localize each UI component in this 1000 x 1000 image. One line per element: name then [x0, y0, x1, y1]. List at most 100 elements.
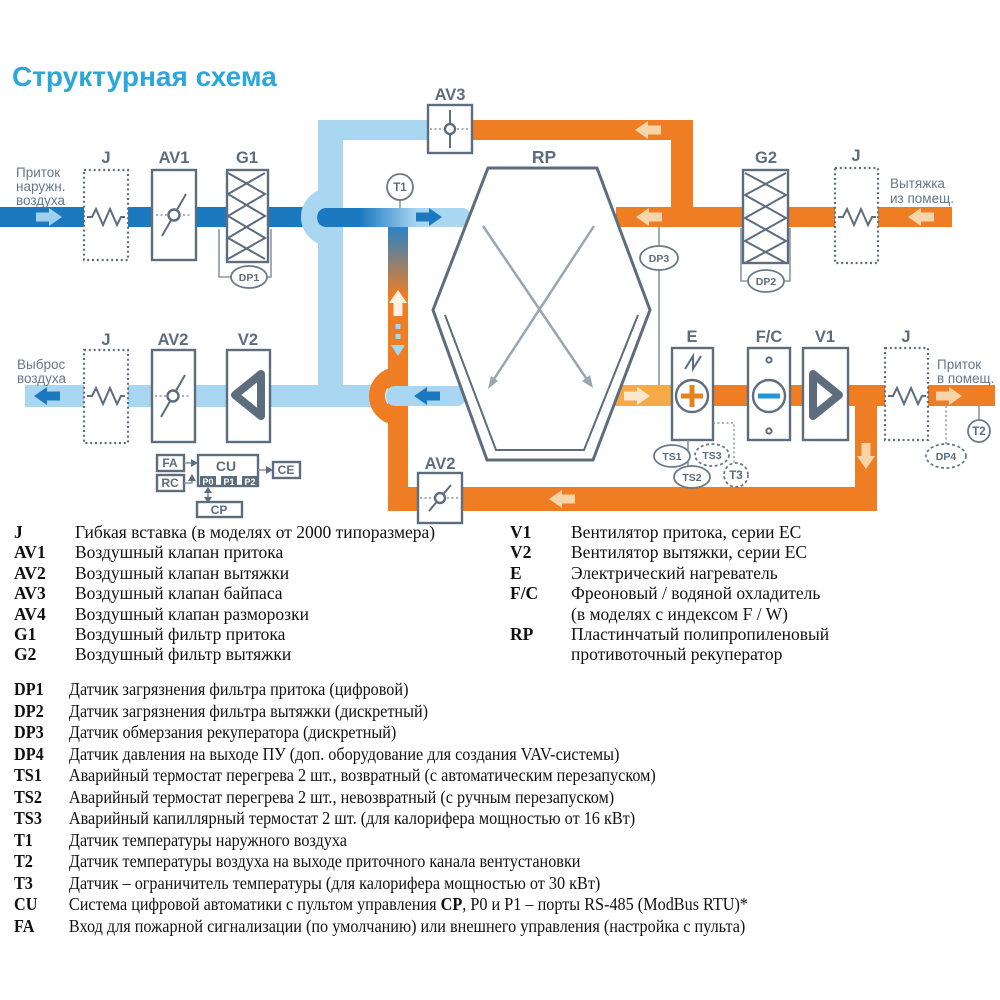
plus-icon [681, 385, 703, 407]
label-rp: RP [532, 147, 557, 167]
flow-text-supply-1: Приток [937, 357, 981, 372]
legend-desc: Датчик – ограничитель температуры (для к… [68, 872, 601, 893]
label-dp1: DP1 [239, 272, 260, 284]
legend-row: AV3 Воздушный клапан байпаса [14, 583, 506, 603]
port-p2 [242, 476, 258, 487]
legend-key: DP3 [14, 722, 44, 742]
label-g2: G2 [755, 149, 777, 167]
legend-key: T3 [14, 872, 33, 893]
legend-key: TS1 [14, 765, 42, 785]
sensors [218, 173, 991, 489]
legend-desc: Датчик загрязнения фильтра притока (цифр… [68, 679, 409, 699]
label-av2-defrost: AV2 [425, 455, 456, 473]
legend-key: CU [14, 894, 38, 914]
legend-desc-cont: (в моделях с индексом F / W) [571, 603, 788, 624]
label-dp3: DP3 [649, 253, 670, 265]
port-p1 [221, 476, 237, 487]
label-ts2: TS2 [682, 472, 701, 484]
label-p1: P1 [223, 477, 234, 487]
legend-row: CU Система цифровой автоматики с пультом … [14, 894, 986, 916]
legend-desc-cont: противоточный рекуператор [571, 644, 783, 665]
legend-row: G1 Воздушный фильтр притока [14, 624, 506, 644]
legend-desc: Аварийный термостат перегрева 2 шт., нев… [68, 786, 615, 807]
label-j1: J [101, 149, 110, 167]
legend-desc: Датчик температуры наружного воздуха [68, 829, 347, 850]
flex-insert-j3 [883, 346, 930, 442]
legend-row: DP4 Датчик давления на выходе ПУ (доп. об… [14, 744, 986, 766]
label-v1: V1 [815, 328, 835, 346]
legend-desc: Система цифровой автоматики с пультом уп… [69, 894, 748, 916]
legend-desc: Воздушный клапан байпаса [75, 583, 283, 604]
label-dp4: DP4 [936, 451, 957, 463]
legend-row: T3 Датчик – ограничитель температуры (для… [14, 873, 986, 895]
label-j4: J [101, 331, 110, 349]
structural-diagram: J AV1 G1 AV3 RP G2 J E F/C V1 J J AV2 V2… [0, 86, 995, 525]
label-ce: CE [278, 463, 295, 477]
legend-desc: Воздушный клапан разморозки [75, 603, 309, 624]
legend-desc: Воздушный фильтр вытяжки [75, 644, 292, 665]
label-av2: AV2 [158, 331, 189, 349]
recuperator [431, 166, 652, 462]
label-av1: AV1 [159, 149, 190, 167]
cp-box [195, 500, 244, 519]
legend-desc: Датчик загрязнения фильтра вытяжки (диск… [68, 700, 429, 721]
flow-text-discharge-2: воздуха [17, 371, 66, 386]
flow-text-intake-2: наружн. [16, 179, 65, 194]
sensor-t2 [967, 419, 991, 443]
spring-icon [888, 385, 926, 407]
label-fc: F/C [756, 328, 783, 346]
legend-key: J [14, 522, 23, 542]
flex-insert-j2 [833, 166, 880, 265]
legend-desc: Воздушный фильтр притока [75, 624, 286, 645]
legend-key: AV3 [14, 583, 46, 604]
legend-desc-post: , P0 и P1 – порты RS-485 (ModBus RTU)* [462, 894, 748, 914]
label-fa: FA [162, 456, 178, 470]
damper-av2-defrost [416, 471, 464, 525]
fan-v1 [801, 346, 850, 442]
label-p2: P2 [244, 477, 255, 487]
flow-text-intake-1: Приток [16, 165, 60, 180]
legend-desc: Вход для пожарной сигнализации (по умолч… [68, 915, 746, 936]
filter-g2 [741, 168, 790, 265]
spring-icon [838, 206, 876, 228]
defrost-down-arrow [391, 324, 405, 356]
sensor-dp4 [925, 443, 967, 469]
legend-key: RP [510, 624, 534, 645]
cooler-fc [746, 346, 792, 442]
legend-desc: Вентилятор притока, серии EC [571, 522, 802, 542]
label-j3: J [901, 328, 910, 346]
legend-desc: Электрический нагреватель [571, 562, 778, 583]
damper-av3 [426, 103, 474, 155]
fan-triangle-icon [231, 370, 265, 420]
diagram-labels: J AV1 G1 AV3 RP G2 J E F/C V1 J J AV2 V2… [16, 86, 994, 517]
flow-text-supply-2: в помещ. [937, 371, 994, 386]
label-j2: J [851, 147, 860, 165]
label-t2: T2 [972, 426, 985, 438]
label-v2: V2 [238, 331, 258, 349]
heater-coil-icon [684, 352, 702, 373]
label-ts1: TS1 [662, 451, 681, 463]
legend-desc: Датчик давления на выходе ПУ (доп. обору… [68, 743, 620, 764]
legend-desc: Датчик температуры воздуха на выходе при… [68, 851, 581, 871]
legend-key: DP4 [14, 743, 44, 764]
label-dp2: DP2 [756, 276, 777, 288]
cu-cluster [155, 453, 302, 519]
sensor-t3 [723, 462, 749, 488]
label-t1: T1 [393, 182, 407, 194]
legend-key: F/C [510, 583, 539, 604]
flow-text-exhaust-1: Вытяжка [890, 176, 945, 191]
label-rc: RC [161, 476, 179, 490]
flow-text-exhaust-2: из помещ. [890, 191, 954, 206]
legend-key: G1 [14, 624, 37, 645]
